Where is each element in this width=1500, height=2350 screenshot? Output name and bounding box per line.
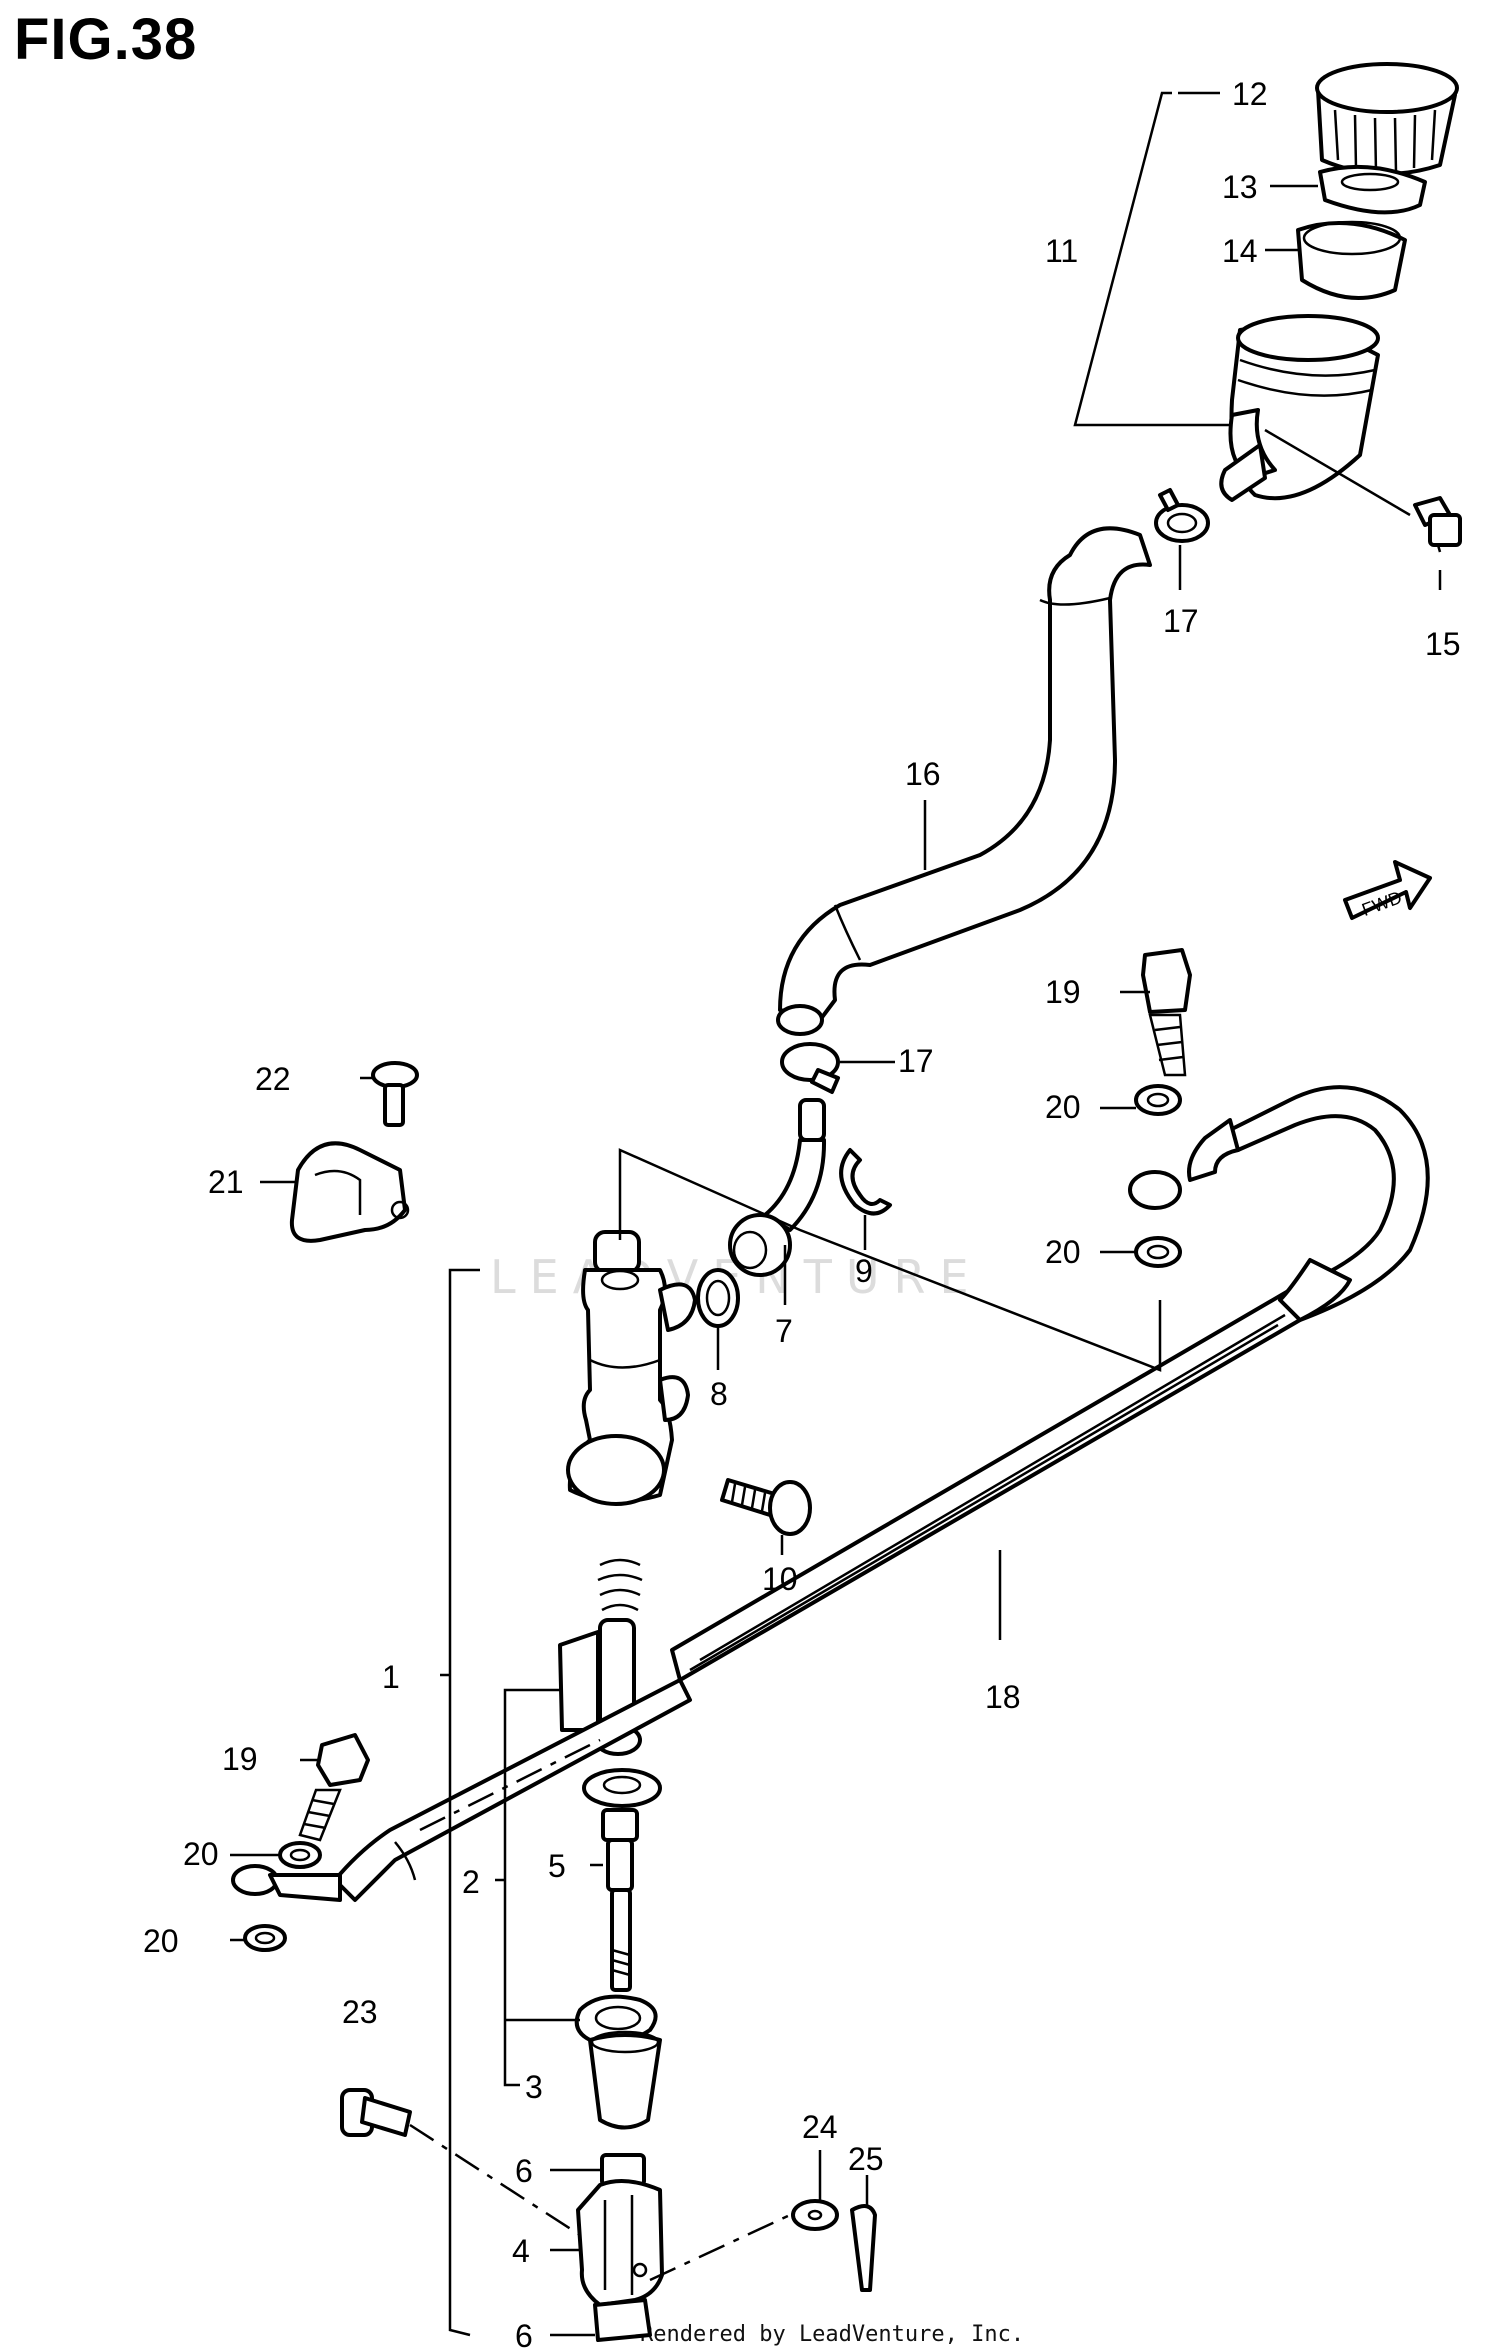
hose-guide-part-21[interactable] (289, 1141, 410, 1243)
diaphragm-part-14[interactable] (1296, 220, 1407, 300)
callout-6-lower: 6 (515, 2318, 533, 2350)
callout-9: 9 (855, 1253, 873, 1289)
reservoir-cap-part-12[interactable] (1315, 62, 1459, 176)
callout-14: 14 (1222, 233, 1258, 269)
leader-lines (230, 91, 1442, 2337)
washer-part-20-upper-2[interactable] (1134, 1236, 1182, 1268)
callout-22: 22 (255, 1061, 291, 1097)
fwd-arrow-icon: FWD (1343, 860, 1432, 920)
pushrod-part-5[interactable] (601, 1808, 639, 1992)
callout-6-upper: 6 (515, 2153, 533, 2189)
connector-part-7[interactable] (728, 1098, 827, 1277)
callout-19-lower: 19 (222, 1741, 258, 1777)
callout-17-lower: 17 (898, 1043, 934, 1079)
callout-5: 5 (548, 1848, 566, 1884)
hose-clamp-part-17-lower[interactable] (780, 1042, 840, 1094)
o-ring-part-8[interactable] (696, 1268, 740, 1328)
callout-11: 11 (1045, 233, 1078, 269)
callout-8: 8 (710, 1376, 728, 1412)
clevis-part-4[interactable] (576, 2179, 664, 2307)
washer-part-20-lower-2[interactable] (243, 1924, 287, 1952)
callout-23: 23 (342, 1994, 378, 2030)
callout-17-upper: 17 (1163, 603, 1199, 639)
callout-labels: 12 13 11 14 17 15 16 19 22 17 20 21 9 20… (143, 76, 1461, 2350)
callout-20-lower-1: 20 (183, 1836, 219, 1872)
callout-12: 12 (1232, 76, 1268, 112)
callout-7: 7 (775, 1313, 793, 1349)
clevis-pin-part-23[interactable] (340, 2088, 412, 2137)
banjo-bolt-part-19-upper[interactable] (1141, 948, 1192, 1077)
banjo-bolt-part-19-lower[interactable] (298, 1733, 370, 1842)
hose-clamp-part-17-upper[interactable] (1154, 488, 1210, 543)
cotter-pin-part-25[interactable] (850, 2204, 877, 2292)
washer-part-24[interactable] (791, 2199, 839, 2231)
callout-20-upper-1: 20 (1045, 1089, 1081, 1125)
callout-16: 16 (905, 756, 941, 792)
bolt-part-10[interactable] (720, 1478, 812, 1536)
washer-part-20-lower-1[interactable] (278, 1841, 322, 1869)
washer-seal[interactable] (582, 1768, 662, 1808)
figure-title: FIG.38 (14, 7, 198, 72)
callout-19-upper: 19 (1045, 974, 1081, 1010)
circlip-part-9[interactable] (839, 1148, 892, 1216)
boot-part-3[interactable] (588, 2030, 662, 2130)
callout-18: 18 (985, 1679, 1021, 1715)
callout-2: 2 (462, 1864, 480, 1900)
callout-13: 13 (1222, 169, 1258, 205)
callout-4: 4 (512, 2233, 530, 2269)
screw-part-22[interactable] (371, 1061, 419, 1127)
callout-10: 10 (762, 1561, 798, 1597)
callout-21: 21 (208, 1164, 244, 1200)
master-cylinder-part-1[interactable] (566, 1230, 697, 1506)
washer-part-20-upper-1[interactable] (1134, 1084, 1182, 1116)
callout-3: 3 (525, 2069, 543, 2105)
brake-hose-part-18[interactable] (231, 1085, 1430, 1902)
callout-15: 15 (1425, 626, 1461, 662)
reservoir-bolt-part-15[interactable] (1413, 496, 1462, 553)
diaphragm-plate-part-13[interactable] (1318, 164, 1427, 215)
callout-1: 1 (382, 1659, 400, 1695)
reservoir-body-part-11[interactable] (1219, 314, 1380, 502)
rendered-by-credit: Rendered by LeadVenture, Inc. (640, 2322, 1025, 2347)
callout-20-lower-2: 20 (143, 1923, 179, 1959)
nut-part-6-lower[interactable] (593, 2298, 652, 2342)
callout-25: 25 (848, 2141, 884, 2177)
reservoir-hose-part-16[interactable] (776, 526, 1152, 1036)
callout-24: 24 (802, 2109, 838, 2145)
callout-20-upper-2: 20 (1045, 1234, 1081, 1270)
